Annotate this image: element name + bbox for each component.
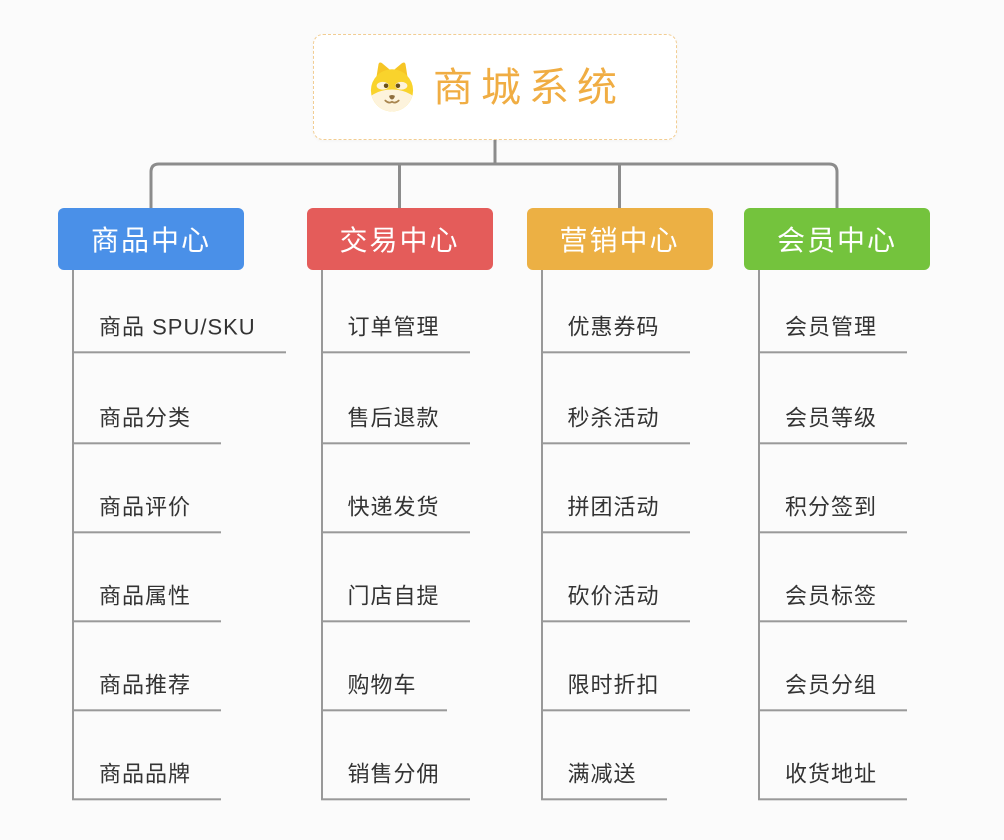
leaf-node[interactable]: 会员管理 <box>758 312 908 353</box>
leaf-node[interactable]: 商品属性 <box>72 581 222 622</box>
branch-trunk-line <box>758 270 760 800</box>
branch-header[interactable]: 会员中心 <box>744 208 930 270</box>
leaf-node[interactable]: 秒杀活动 <box>540 403 690 444</box>
leaf-node[interactable]: 商品推荐 <box>72 670 222 711</box>
leaf-node[interactable]: 门店自提 <box>320 581 470 622</box>
leaf-node[interactable]: 购物车 <box>320 670 447 711</box>
leaf-node[interactable]: 售后退款 <box>320 403 470 444</box>
leaf-node[interactable]: 商品品牌 <box>72 759 222 800</box>
leaf-node[interactable]: 商品分类 <box>72 403 222 444</box>
leaf-node[interactable]: 会员等级 <box>758 403 908 444</box>
leaf-node[interactable]: 会员分组 <box>758 670 908 711</box>
branch-header[interactable]: 交易中心 <box>306 208 493 270</box>
branch-trunk-line <box>72 270 74 800</box>
branch-header[interactable]: 商品中心 <box>58 208 244 270</box>
branch-trunk-line <box>540 270 543 800</box>
branch-header[interactable]: 营销中心 <box>526 208 713 270</box>
leaf-node[interactable]: 快递发货 <box>320 492 470 533</box>
leaf-node[interactable]: 商品评价 <box>72 492 222 533</box>
branch-trunk-line <box>320 270 323 800</box>
leaf-node[interactable]: 销售分佣 <box>320 759 470 800</box>
root-title: 商城系统 <box>433 66 625 110</box>
leaf-node[interactable]: 订单管理 <box>320 312 470 353</box>
leaf-node[interactable]: 优惠券码 <box>540 312 690 353</box>
leaf-node[interactable]: 砍价活动 <box>540 581 690 622</box>
leaf-node[interactable]: 商品 SPU/SKU <box>72 312 286 353</box>
root-node[interactable]: 商城系统 <box>313 34 677 140</box>
leaf-node[interactable]: 限时折扣 <box>540 670 690 711</box>
leaf-node[interactable]: 满减送 <box>540 759 667 800</box>
doge-icon <box>370 62 414 112</box>
leaf-node[interactable]: 会员标签 <box>758 581 908 622</box>
leaf-node[interactable]: 积分签到 <box>758 492 908 533</box>
leaf-node[interactable]: 拼团活动 <box>540 492 690 533</box>
leaf-node[interactable]: 收货地址 <box>758 759 908 800</box>
